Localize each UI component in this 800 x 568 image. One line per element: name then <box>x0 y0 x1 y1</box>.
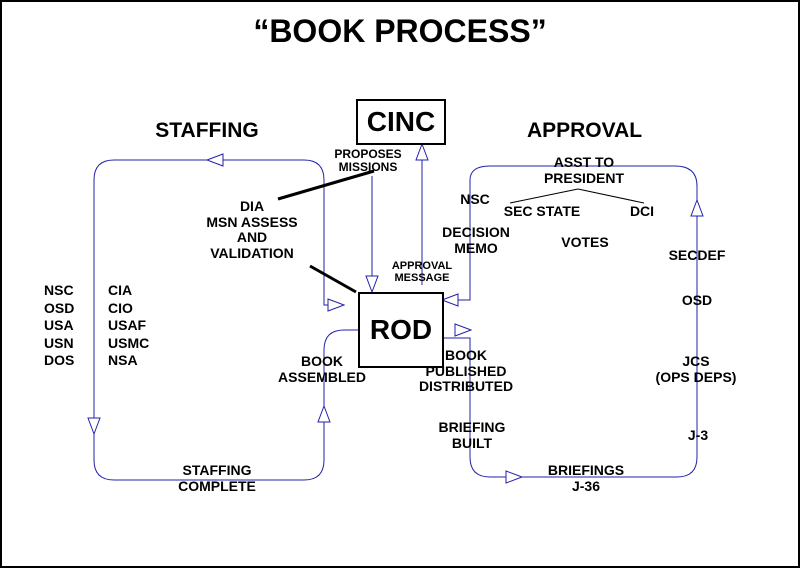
staffing-complete-line-1: STAFFING <box>182 462 252 478</box>
staffing-heading: STAFFING <box>155 119 259 142</box>
cinc-box: CINC <box>356 99 446 145</box>
briefings-line-2: J-36 <box>571 477 601 494</box>
arrowhead-into-rod-right <box>440 293 459 307</box>
sec-state-label: SEC STATE <box>503 203 581 219</box>
approval-message-label: APPROVAL MESSAGE <box>380 260 464 285</box>
arrowhead-briefings <box>505 470 524 484</box>
proposes-connector <box>277 169 375 201</box>
dia-connector <box>309 264 357 294</box>
approval-message-line-2: MESSAGE <box>394 272 450 285</box>
decision-memo-line-2: MEMO <box>454 239 498 256</box>
jcs-line-1: JCS <box>682 353 710 369</box>
asst-line-1: ASST TO <box>553 154 615 170</box>
nsc-approval-label: NSC <box>460 191 490 207</box>
agency-col1-item: NSC <box>44 282 74 298</box>
arrowhead-proposes <box>365 275 379 294</box>
book-published-line-3: DISTRIBUTED <box>418 378 514 395</box>
staffing-complete-line-2: COMPLETE <box>178 477 256 494</box>
briefings-label: BRIEFINGS J-36 <box>526 462 646 494</box>
agency-col1-item: USA <box>44 317 74 333</box>
jcs-label: JCS (OPS DEPS) <box>646 353 746 385</box>
approval-loop-line <box>442 165 698 478</box>
dia-line-3: AND <box>236 229 268 246</box>
votes-label: VOTES <box>561 234 609 250</box>
dia-line-1: DIA <box>239 198 265 214</box>
arrowhead-into-rod-left <box>327 298 346 312</box>
tree-left-branch <box>509 188 579 204</box>
approval-heading: APPROVAL <box>526 119 643 142</box>
decision-memo-label: DECISION MEMO <box>430 224 522 256</box>
approval-message-line-1: APPROVAL <box>391 260 453 272</box>
rod-box: ROD <box>358 292 444 368</box>
briefing-built-label: BRIEFING BUILT <box>422 419 522 451</box>
secdef-label: SECDEF <box>668 247 726 263</box>
book-assembled-line-1: BOOK <box>301 353 343 369</box>
arrowhead-to-cinc <box>415 142 429 161</box>
decision-memo-line-1: DECISION <box>442 224 510 240</box>
arrowhead-staffing-top <box>205 153 224 167</box>
arrowhead-approval-up <box>690 198 704 217</box>
page-title: “BOOK PROCESS” <box>253 13 547 49</box>
agency-col2-item: NSA <box>108 352 138 368</box>
cinc-label: CINC <box>366 106 436 137</box>
book-published-line-1: BOOK <box>445 347 487 363</box>
asst-to-president-label: ASST TO PRESIDENT <box>524 154 644 186</box>
asst-line-2: PRESIDENT <box>543 169 625 186</box>
agency-col1-item: OSD <box>44 299 75 316</box>
jcs-line-2: (OPS DEPS) <box>655 368 737 385</box>
briefings-line-1: BRIEFINGS <box>547 462 625 478</box>
dci-label: DCI <box>629 203 655 219</box>
book-assembled-label: BOOK ASSEMBLED <box>270 353 374 385</box>
dia-line-2: MSN ASSESS <box>206 213 298 230</box>
staffing-complete-label: STAFFING COMPLETE <box>162 462 272 494</box>
proposes-line: PROPOSES <box>334 147 402 161</box>
missions-line: MISSIONS <box>338 160 398 175</box>
osd-approval-label: OSD <box>681 292 713 308</box>
dia-line-4: VALIDATION <box>210 245 294 262</box>
briefing-built-line-2: BUILT <box>451 434 493 451</box>
arrowhead-out-rod <box>454 323 473 337</box>
briefing-built-line-1: BRIEFING <box>438 419 506 435</box>
agency-col2-item: CIO <box>108 299 133 316</box>
agency-col1-item: DOS <box>44 352 75 368</box>
j3-label: J-3 <box>687 427 709 443</box>
agency-col1-item: USN <box>44 334 74 351</box>
agency-col2-item: CIA <box>108 282 133 298</box>
book-assembled-line-2: ASSEMBLED <box>278 368 366 385</box>
tree-right-branch <box>577 188 645 204</box>
book-published-line-2: PUBLISHED <box>425 362 507 379</box>
agency-col2-item: USMC <box>108 334 150 351</box>
arrowhead-staffing-left <box>87 417 101 436</box>
agency-col2-item: USAF <box>108 317 147 333</box>
dia-label: DIA MSN ASSESS AND VALIDATION <box>192 198 312 262</box>
rod-label: ROD <box>369 314 433 345</box>
arrowhead-staffing-bottom-right <box>317 404 331 423</box>
book-published-label: BOOK PUBLISHED DISTRIBUTED <box>406 347 526 395</box>
proposes-missions-label: PROPOSES MISSIONS <box>320 147 416 175</box>
